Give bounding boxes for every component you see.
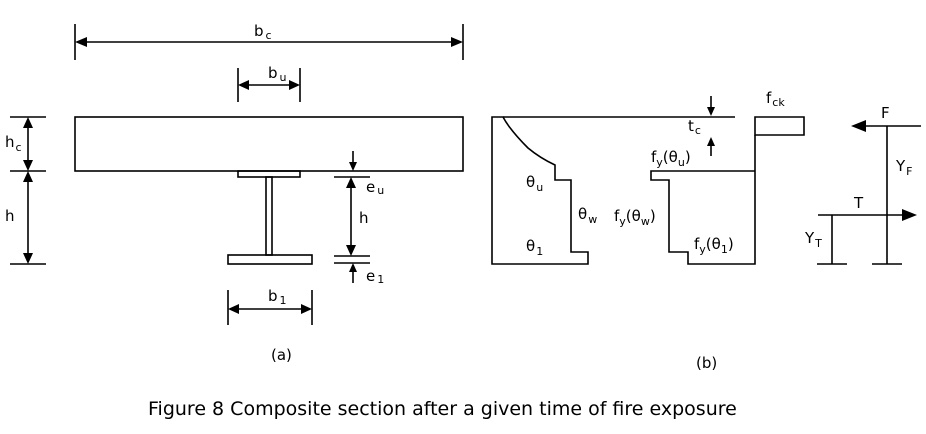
force-t-arrow [902, 209, 917, 221]
yt-label: YT [804, 229, 822, 250]
concrete-slab [74, 116, 464, 172]
theta-w-label: θw [578, 205, 597, 226]
temperature-profile: θu θw θ1 [491, 116, 735, 265]
lower-flange [227, 254, 313, 265]
f-label: F [881, 104, 890, 122]
force-f-arrow [851, 120, 866, 132]
resultant-forces: F YF T YT [804, 104, 921, 265]
panel-b: θu θw θ1 tc fck fy(θu) fy(θw) fy(θ1) F [491, 89, 921, 372]
concrete-stress-block [754, 116, 805, 136]
tc-label: tc [688, 117, 701, 137]
h-left-label: h [5, 207, 15, 225]
theta-u-label: θu [526, 173, 543, 194]
panel-a-label: (a) [271, 346, 292, 364]
t-label: T [853, 194, 864, 212]
stress-distribution: tc fck fy(θu) fy(θw) fy(θ1) [614, 89, 805, 265]
hc-dimension: hc [5, 116, 46, 172]
upper-flange [237, 170, 301, 178]
fy-theta-w-label: fy(θw) [614, 207, 656, 228]
yf-label: YF [895, 157, 913, 178]
fy-theta-u-label: fy(θu) [651, 148, 691, 169]
h-mid-label: h [359, 209, 369, 227]
steel-stress-block [650, 135, 756, 265]
fck-label: fck [766, 89, 785, 109]
figure-caption: Figure 8 Composite section after a given… [148, 398, 737, 420]
hc-label: hc [5, 133, 22, 154]
h-left-dimension: h [5, 171, 46, 265]
steel-web [265, 176, 273, 256]
theta-1-label: θ1 [526, 237, 543, 258]
fy-theta-1-label: fy(θ1) [694, 235, 734, 256]
panel-b-label: (b) [696, 354, 717, 372]
